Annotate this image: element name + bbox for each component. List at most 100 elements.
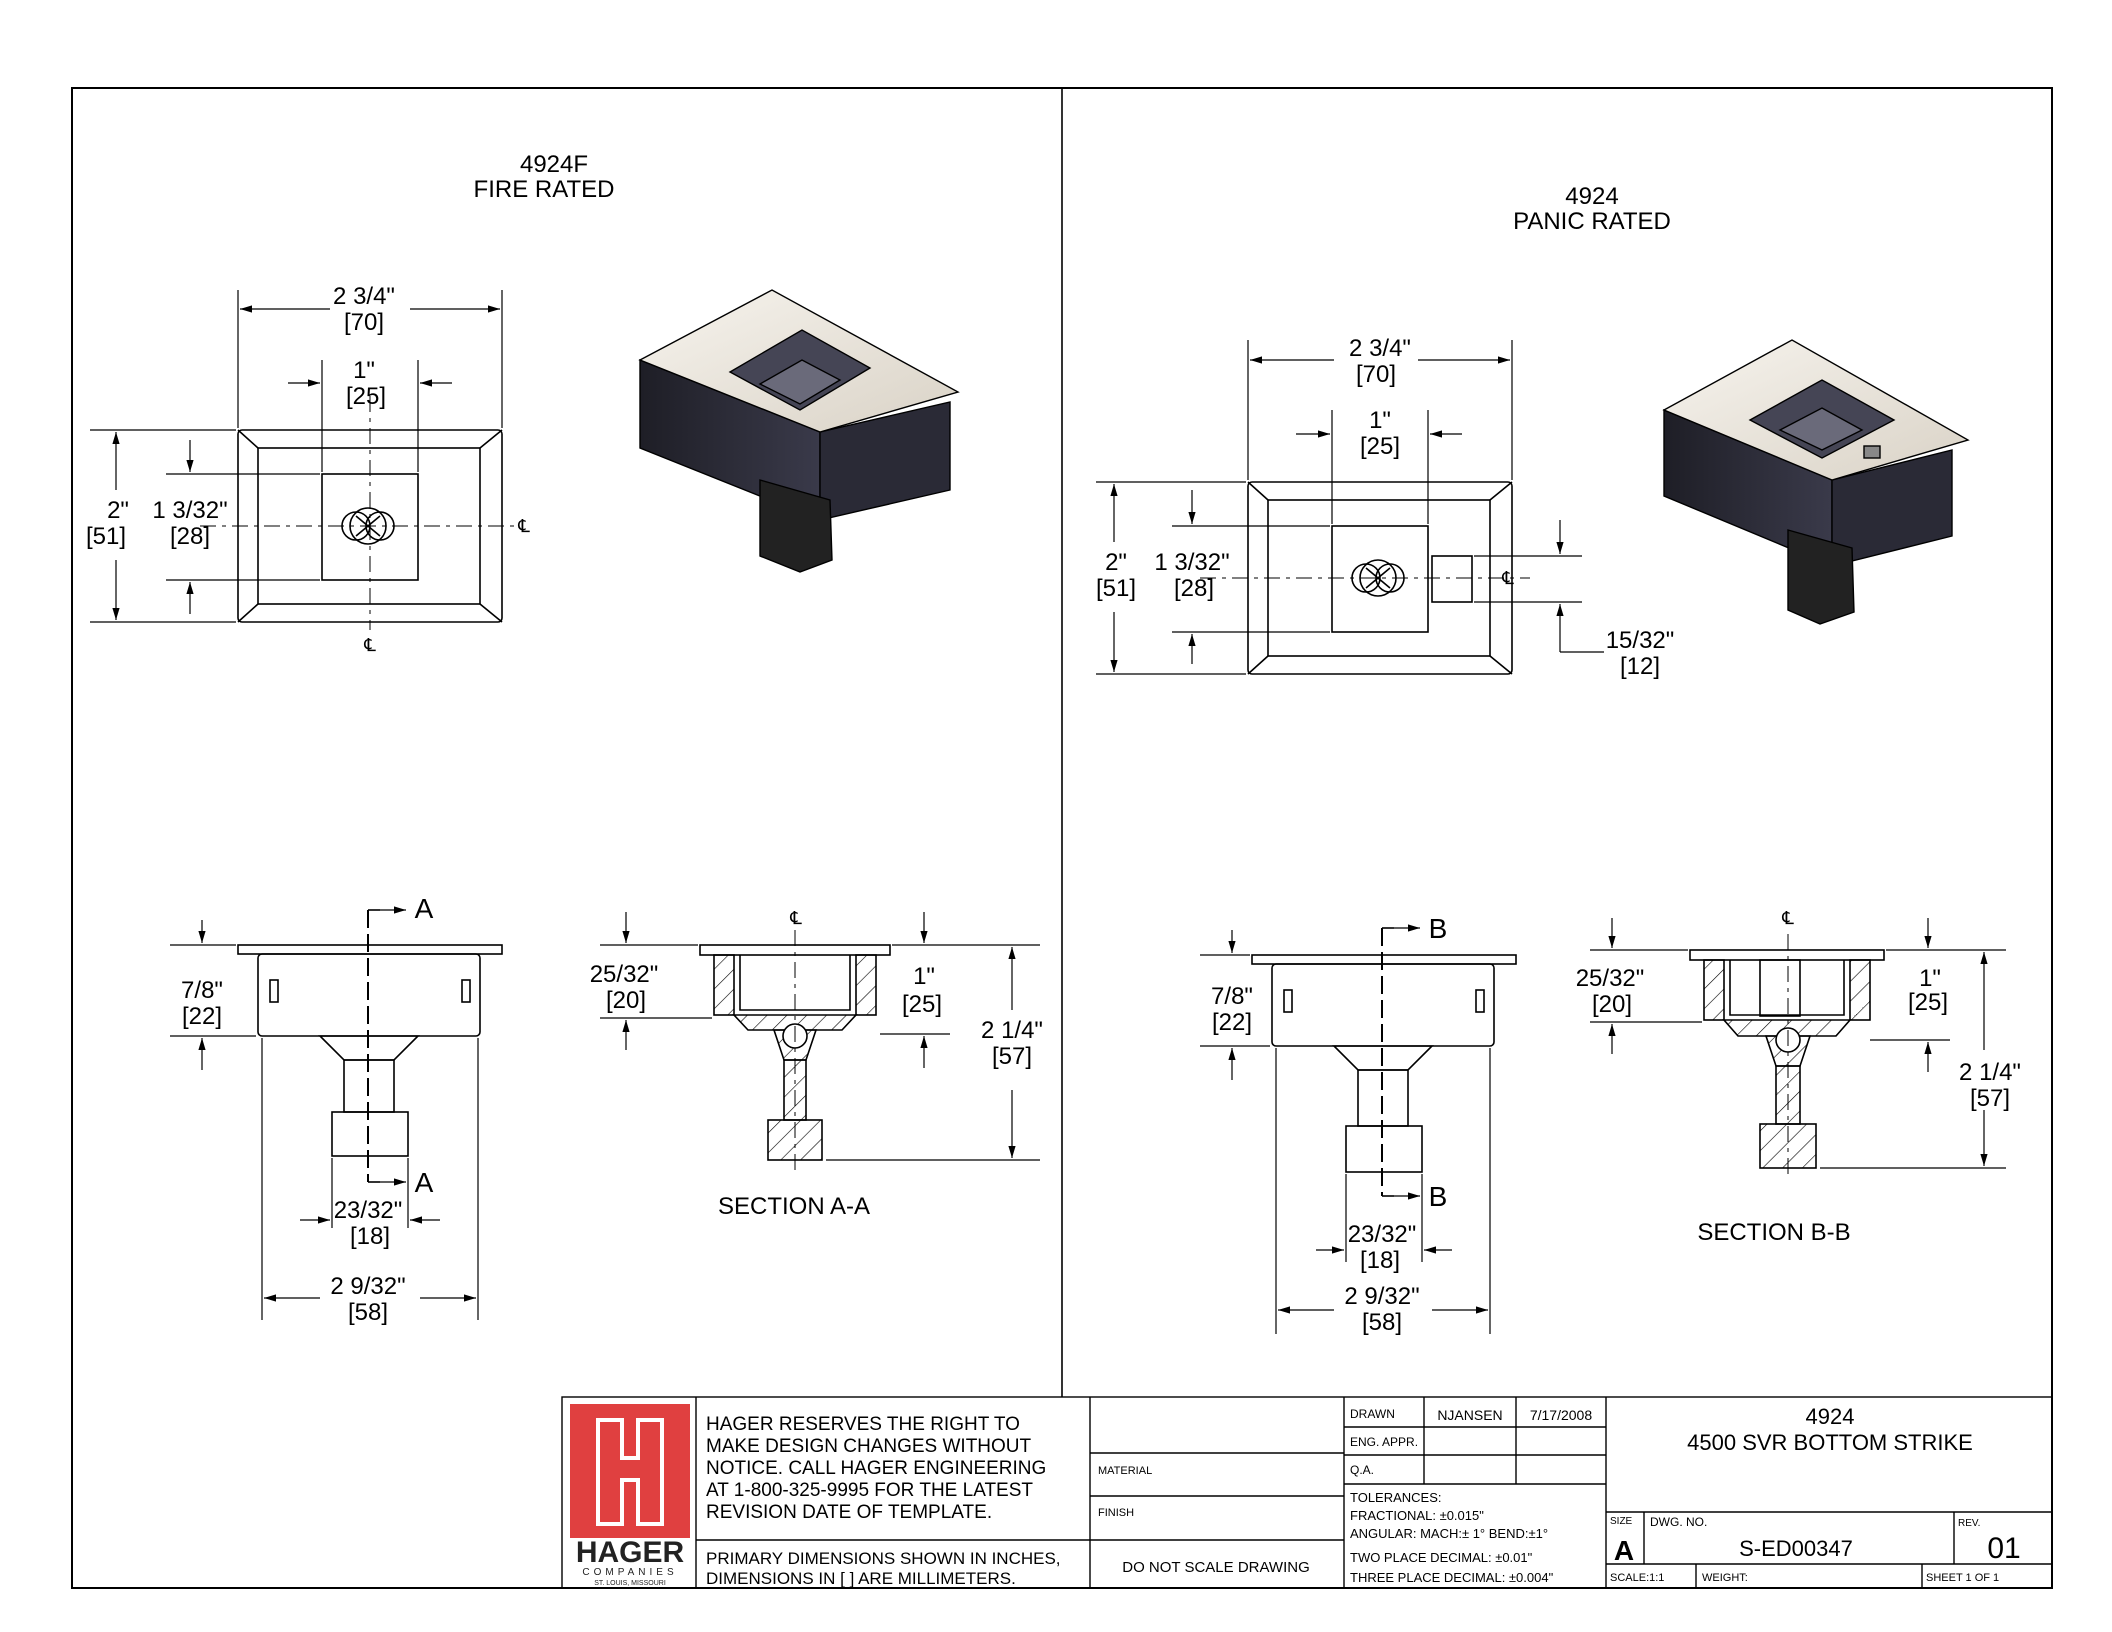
right-bottomw-mm: [58] — [1362, 1309, 1402, 1336]
title-line-1: 4924 — [1806, 1404, 1855, 1429]
left-section-view — [699, 930, 891, 1170]
left-innerh-mm: [28] — [170, 523, 210, 550]
right-marker-top: B — [1429, 913, 1448, 944]
logo-sub: COMPANIES — [582, 1567, 677, 1578]
right-bottomw-in: 2 9/32" — [1344, 1283, 1419, 1310]
title-block-text: HAGER RESERVES THE RIGHT TO MAKE DESIGN … — [706, 1404, 2021, 1588]
left-innerh-in: 1 3/32" — [152, 497, 227, 524]
left-sec-centerline: ℄ — [789, 908, 802, 928]
left-secflange-mm: [20] — [606, 987, 646, 1014]
left-centerline-h: ℄ — [517, 516, 530, 536]
size-value: A — [1614, 1535, 1634, 1566]
drawn-label: DRAWN — [1350, 1407, 1395, 1421]
right-side-dims — [1200, 924, 1491, 1334]
right-side-view — [1251, 927, 1517, 1197]
notice-line-4: AT 1-800-325-9995 FOR THE LATEST — [706, 1480, 1033, 1501]
size-label: SIZE — [1610, 1516, 1633, 1527]
left-dim-lines — [90, 290, 503, 623]
left-model: 4924F — [520, 151, 588, 178]
drawn-date: 7/17/2008 — [1530, 1407, 1592, 1423]
drawn-by: NJANSEN — [1437, 1407, 1502, 1423]
left-bottomw-in: 2 9/32" — [330, 1273, 405, 1300]
title-block — [561, 1396, 2053, 1589]
right-sectotal-in: 2 1/4" — [1959, 1059, 2021, 1086]
left-depth-in: 7/8" — [181, 977, 223, 1004]
right-dim-lines — [1096, 340, 1604, 675]
left-secflange-in: 25/32" — [590, 961, 659, 988]
right-opening-mm: [25] — [1360, 433, 1400, 460]
tol-line-4: TWO PLACE DECIMAL: ±0.01" — [1350, 1550, 1533, 1565]
tol-line-2: FRACTIONAL: ±0.015" — [1350, 1508, 1484, 1523]
do-not-scale: DO NOT SCALE DRAWING — [1122, 1559, 1310, 1576]
notice-line-2: MAKE DESIGN CHANGES WITHOUT — [706, 1436, 1032, 1457]
right-width-mm: [70] — [1356, 361, 1396, 388]
right-innerh-mm: [28] — [1174, 575, 1214, 602]
right-view: 4924 PANIC RATED ℄ — [1096, 183, 2021, 1336]
left-sectotal-in: 2 1/4" — [981, 1017, 1043, 1044]
left-view: 4924F FIRE RATED ℄ ℄ 2 3/4 — [86, 151, 1043, 1326]
material-label: MATERIAL — [1098, 1465, 1152, 1477]
right-opening-in: 1" — [1369, 407, 1391, 434]
left-opening-mm: [25] — [346, 383, 386, 410]
rev-value: 01 — [1987, 1532, 2020, 1565]
tol-line-5: THREE PLACE DECIMAL: ±0.004" — [1350, 1570, 1554, 1585]
right-secflange-mm: [20] — [1592, 991, 1632, 1018]
left-top-view — [200, 396, 520, 630]
right-marker-bottom: B — [1429, 1181, 1448, 1212]
right-innerh-in: 1 3/32" — [1154, 549, 1229, 576]
units-line-2: DIMENSIONS IN [ ] ARE MILLIMETERS. — [706, 1569, 1016, 1588]
right-base-in: 23/32" — [1348, 1221, 1417, 1248]
right-isometric — [1662, 339, 1970, 625]
right-section-dims — [1590, 918, 2006, 1169]
dwg-no-label: DWG. NO. — [1650, 1515, 1707, 1529]
sheet: SHEET 1 OF 1 — [1926, 1572, 1999, 1584]
title-line-2: 4500 SVR BOTTOM STRIKE — [1687, 1430, 1973, 1455]
notice-line-5: REVISION DATE OF TEMPLATE. — [706, 1502, 992, 1523]
finish-label: FINISH — [1098, 1507, 1134, 1519]
right-sectotal-mm: [57] — [1970, 1085, 2010, 1112]
units-line-1: PRIMARY DIMENSIONS SHOWN IN INCHES, — [706, 1549, 1061, 1568]
logo-city: ST. LOUIS, MISSOURI — [594, 1580, 666, 1587]
left-sectotal-mm: [57] — [992, 1043, 1032, 1070]
right-height-mm: [51] — [1096, 575, 1136, 602]
right-section-label: SECTION B-B — [1697, 1219, 1850, 1246]
qa-label: Q.A. — [1350, 1463, 1374, 1477]
right-sec-centerline: ℄ — [1781, 908, 1794, 928]
hager-logo: HAGER COMPANIES ST. LOUIS, MISSOURI — [570, 1404, 690, 1587]
left-opening-in: 1" — [353, 357, 375, 384]
right-base-mm: [18] — [1360, 1247, 1400, 1274]
notice-line-1: HAGER RESERVES THE RIGHT TO — [706, 1414, 1020, 1435]
right-height-in: 2" — [1105, 549, 1127, 576]
notice-line-3: NOTICE. CALL HAGER ENGINEERING — [706, 1458, 1046, 1479]
logo-text: HAGER — [576, 1536, 685, 1569]
left-seccup-mm: [25] — [902, 991, 942, 1018]
left-side-dims — [170, 906, 479, 1320]
right-width-in: 2 3/4" — [1349, 335, 1411, 362]
right-depth-mm: [22] — [1212, 1009, 1252, 1036]
tol-line-1: TOLERANCES: — [1350, 1490, 1442, 1505]
left-centerline-v: ℄ — [363, 635, 376, 655]
left-bottomw-mm: [58] — [348, 1299, 388, 1326]
left-height-mm: [51] — [86, 523, 126, 550]
left-seccup-in: 1" — [913, 963, 935, 990]
right-section-view — [1689, 934, 1885, 1178]
left-height-in: 2" — [107, 497, 129, 524]
right-depth-in: 7/8" — [1211, 983, 1253, 1010]
left-rating: FIRE RATED — [474, 176, 615, 203]
left-marker-top: A — [415, 893, 434, 924]
left-depth-mm: [22] — [182, 1003, 222, 1030]
left-base-in: 23/32" — [334, 1197, 403, 1224]
right-model: 4924 — [1565, 183, 1618, 210]
dwg-no: S-ED00347 — [1739, 1536, 1853, 1561]
right-rating: PANIC RATED — [1513, 208, 1671, 235]
left-side-view — [237, 909, 503, 1183]
left-isometric — [638, 289, 960, 573]
left-section-dims — [600, 912, 1040, 1161]
right-slot-mm: [12] — [1620, 653, 1660, 680]
scale: SCALE:1:1 — [1610, 1572, 1664, 1584]
left-marker-bottom: A — [415, 1167, 434, 1198]
right-secflange-in: 25/32" — [1576, 965, 1645, 992]
right-slot-in: 15/32" — [1606, 627, 1675, 654]
left-width-mm: [70] — [344, 309, 384, 336]
